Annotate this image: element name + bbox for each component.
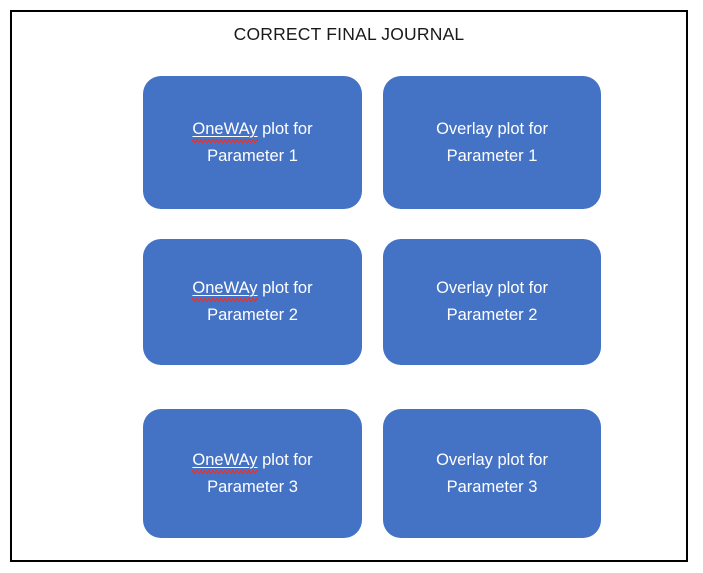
plot-box-line1-rest: plot for [257,279,313,298]
plot-box-label: OneWAy plot for Parameter 2 [184,275,320,328]
plot-box-line1: Overlay plot for [436,119,548,138]
plot-box-line1-rest: plot for [257,119,313,138]
misspelled-word: OneWAy [192,119,258,138]
plot-box-line2: Parameter 1 [207,146,298,165]
plot-box-line2: Parameter 3 [207,477,298,496]
plot-box-overlay-parameter-3[interactable]: Overlay plot for Parameter 3 [383,409,601,538]
plot-box-label: OneWAy plot for Parameter 3 [184,447,320,500]
plot-box-line1: Overlay plot for [436,450,548,469]
plot-box-label: OneWAy plot for Parameter 1 [184,116,320,169]
plot-box-label: Overlay plot for Parameter 2 [428,275,556,328]
plot-box-line2: Parameter 1 [446,146,538,165]
slide-frame: CORRECT FINAL JOURNAL OneWAy plot for Pa… [10,10,688,562]
plot-box-line2: Parameter 2 [207,306,298,324]
plot-box-oneway-parameter-3[interactable]: OneWAy plot for Parameter 3 [143,409,362,538]
plot-box-label: Overlay plot for Parameter 3 [428,447,556,500]
misspelled-word: OneWAy [192,279,258,298]
plot-box-oneway-parameter-1[interactable]: OneWAy plot for Parameter 1 [143,76,362,209]
misspelled-word: OneWAy [192,450,258,469]
plot-box-line2: Parameter 3 [446,477,538,496]
plot-box-label: Overlay plot for Parameter 1 [428,116,556,169]
plot-box-line2: Parameter 2 [446,306,538,324]
plot-box-overlay-parameter-1[interactable]: Overlay plot for Parameter 1 [383,76,601,209]
page-title: CORRECT FINAL JOURNAL [233,24,465,44]
plot-box-line1-rest: plot for [257,450,313,469]
plot-box-oneway-parameter-2[interactable]: OneWAy plot for Parameter 2 [143,239,362,365]
plot-box-line1: Overlay plot for [436,279,548,298]
plot-box-overlay-parameter-2[interactable]: Overlay plot for Parameter 2 [383,239,601,365]
